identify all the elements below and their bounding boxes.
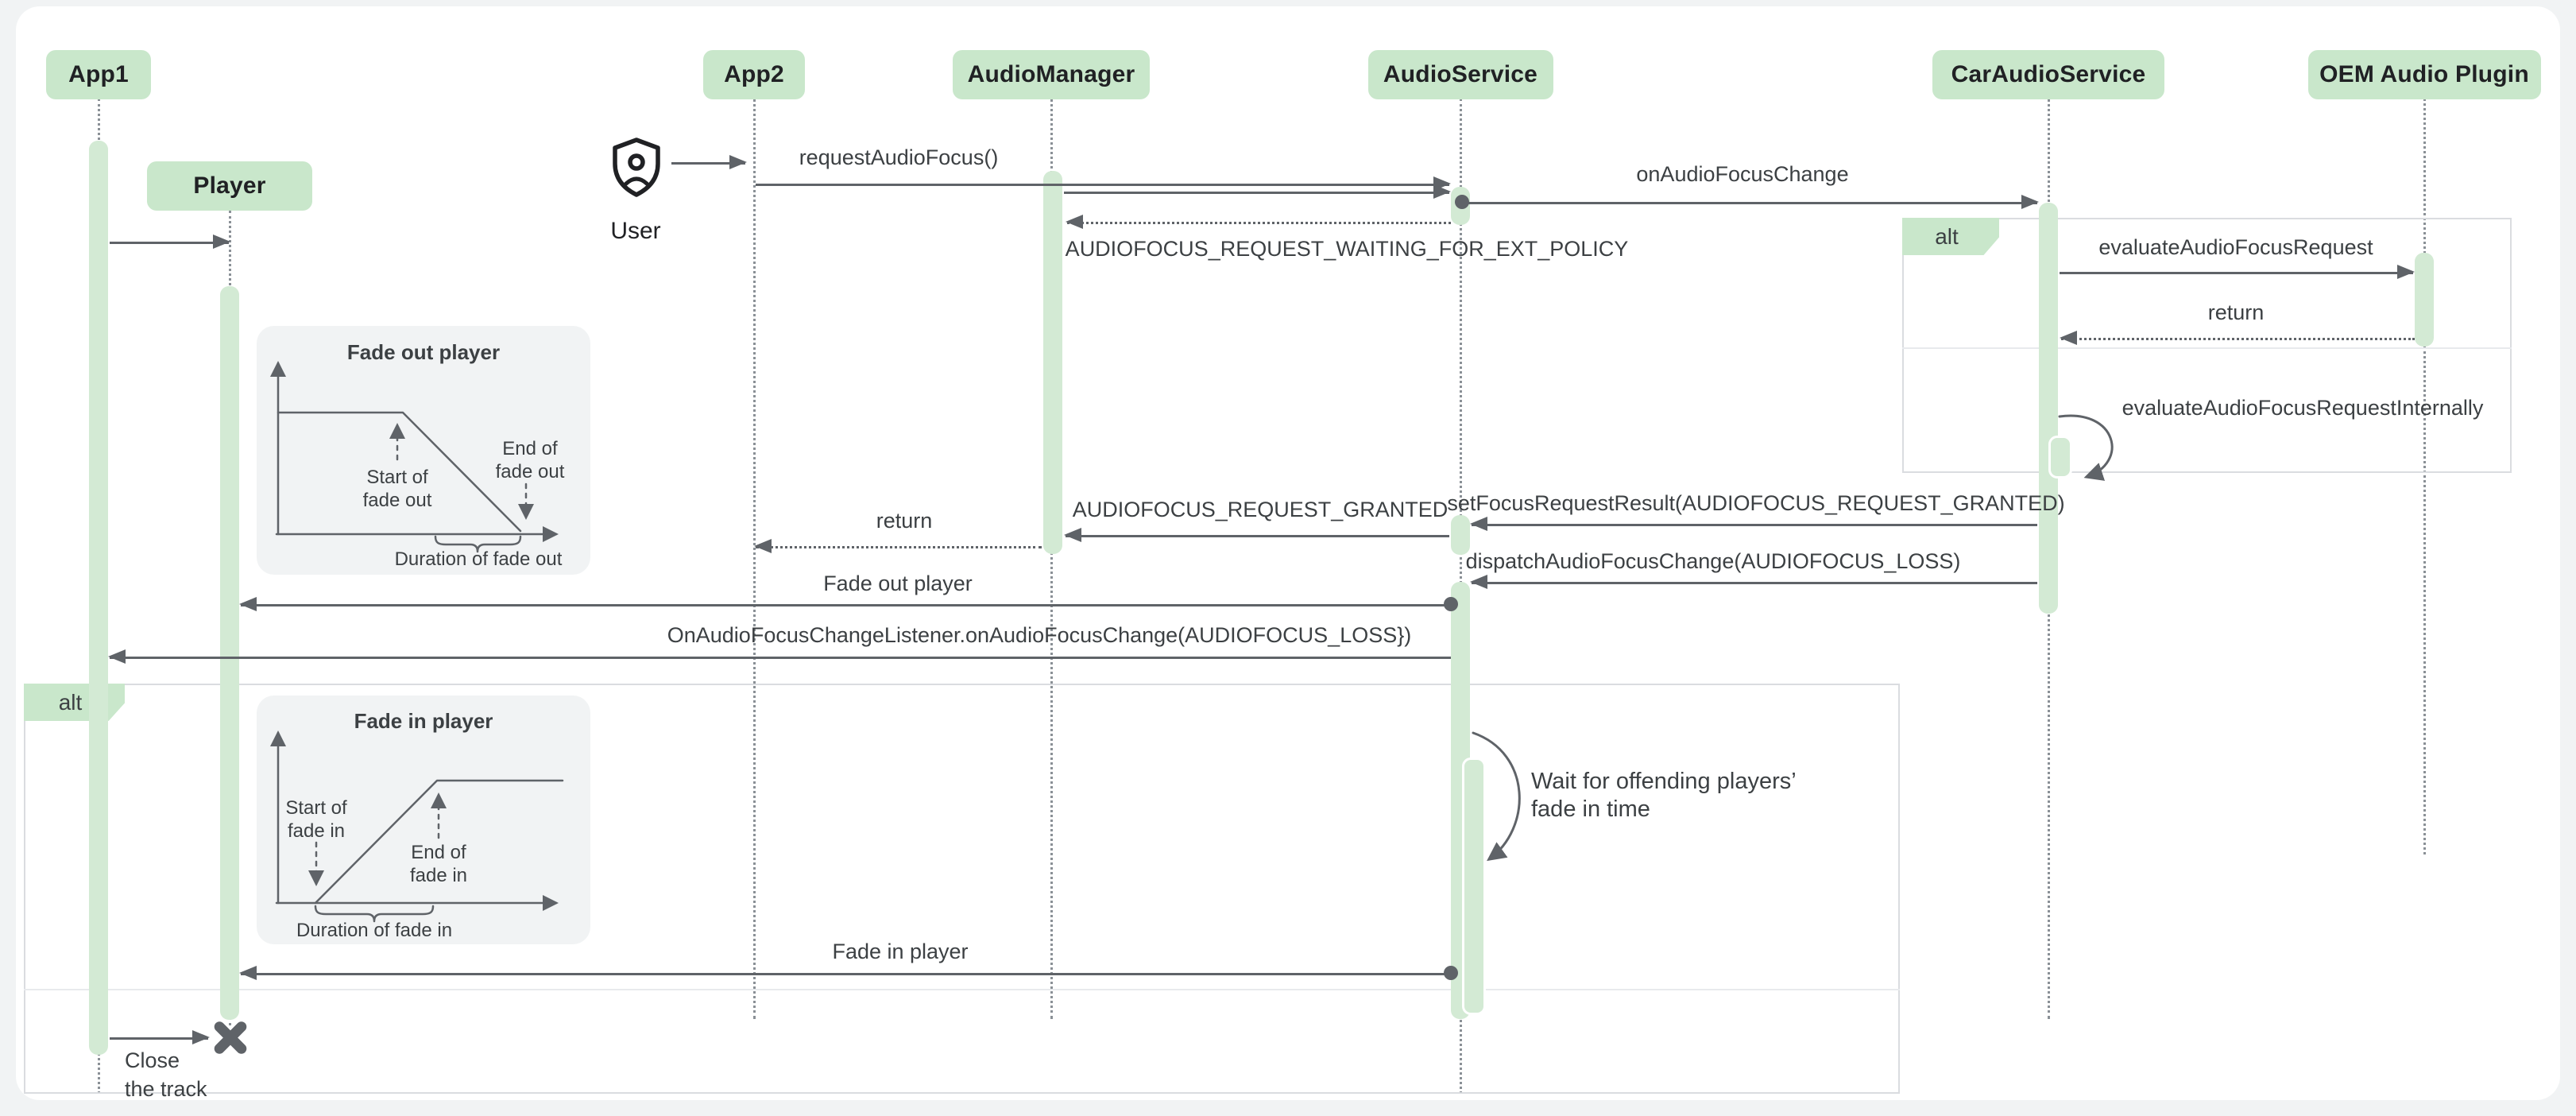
activation-bar (2415, 253, 2434, 347)
message-arrowhead (754, 539, 772, 553)
message-arrowhead (1470, 575, 1487, 589)
message-label: return (2207, 300, 2265, 324)
inset-title: Fade out player (346, 340, 501, 364)
message-line (110, 242, 229, 244)
message-line (241, 604, 1451, 606)
participant-caraudioservice: CarAudioService (1932, 50, 2164, 99)
activation-bar (2048, 436, 2072, 479)
message-line (1472, 582, 2037, 584)
note-wait-text: Wait for offending players’fade in time (1531, 769, 1797, 822)
message-arrowhead (192, 1030, 210, 1044)
message-arrowhead (1064, 528, 1081, 542)
message-arrowhead (1433, 184, 1451, 199)
message-arrowhead (2021, 195, 2039, 209)
alt-frame (1902, 218, 2512, 473)
message-label: AUDIOFOCUS_REQUEST_WAITING_FOR_EXT_POLIC… (1065, 237, 1629, 261)
message-line (1466, 202, 2037, 204)
message-line (756, 546, 1042, 548)
message-line (1472, 524, 2037, 526)
message-line (241, 973, 1451, 975)
activation-bar (1043, 171, 1062, 554)
participant-app2: App2 (703, 50, 805, 99)
user-head-icon (628, 153, 645, 171)
lifeline-audiomanager (1050, 99, 1053, 1019)
message-arrowhead (1470, 517, 1487, 531)
lifeline-oemaudioplugin (2423, 99, 2426, 854)
message-label: requestAudioFocus() (799, 145, 999, 169)
message-label: onAudioFocusChange (1636, 162, 1849, 186)
participant-app1: App1 (46, 50, 151, 99)
message-line (1066, 535, 1449, 537)
message-line (671, 162, 745, 165)
message-label: dispatchAudioFocusChange(AUDIOFOCUS_LOSS… (1465, 549, 1961, 573)
alt-frame-label: alt (24, 684, 125, 721)
participant-audioservice: AudioService (1367, 50, 1553, 99)
message-line (110, 1037, 208, 1040)
message-label: return (876, 509, 933, 533)
message-label: evaluateAudioFocusRequest (2098, 235, 2373, 259)
message-arrowhead (2397, 265, 2415, 279)
message-arrowhead (213, 234, 230, 249)
message-line (756, 184, 1449, 186)
message-label: AUDIOFOCUS_REQUEST_GRANTED (1072, 498, 1449, 521)
message-arrowhead (2060, 331, 2077, 345)
inset-title: Fade in player (354, 709, 493, 733)
activation-bar (89, 141, 108, 1055)
message-line (2061, 338, 2415, 340)
message-label: Fade out player (823, 572, 973, 595)
message-arrowhead (108, 649, 126, 664)
alt-frame-divider (24, 989, 1900, 990)
user-shield-icon (613, 138, 660, 197)
message-origin-dot (1455, 195, 1469, 209)
message-arrowhead (1066, 215, 1083, 229)
message-arrowhead (729, 155, 747, 169)
inset-duration-label: Duration of fade in (296, 920, 453, 941)
participant-player: Player (147, 161, 312, 211)
message-label: Fade in player (832, 940, 969, 963)
activation-bar (2039, 203, 2058, 614)
actor-label: User (610, 218, 661, 244)
message-line (1064, 192, 1449, 194)
message-origin-dot (1444, 966, 1458, 980)
message-line (110, 657, 1451, 659)
message-label: OnAudioFocusChangeListener.onAudioFocusC… (667, 623, 1412, 647)
alt-frame-label: alt (1902, 218, 1999, 255)
message-line (1067, 222, 1451, 224)
alt-frame-divider (1902, 347, 2512, 349)
activation-bar (1451, 515, 1470, 555)
inset-duration-label: Duration of fade out (394, 548, 563, 570)
self-message-label: evaluateAudioFocusRequestInternally (2122, 396, 2484, 420)
message-arrowhead (239, 966, 257, 980)
message-line (2060, 272, 2413, 274)
lifeline-app2 (753, 99, 756, 1019)
participant-oemaudioplugin: OEM Audio Plugin (2307, 50, 2541, 99)
message-arrowhead (239, 597, 257, 611)
activation-bar (1462, 758, 1486, 1015)
alt-frame (24, 684, 1900, 1094)
message-label: setFocusRequestResult(AUDIOFOCUS_REQUEST… (1447, 491, 2065, 515)
activation-bar (220, 286, 239, 1020)
user-shoulders-icon (624, 176, 649, 186)
message-origin-dot (1444, 597, 1458, 611)
participant-audiomanager: AudioManager (953, 50, 1150, 99)
